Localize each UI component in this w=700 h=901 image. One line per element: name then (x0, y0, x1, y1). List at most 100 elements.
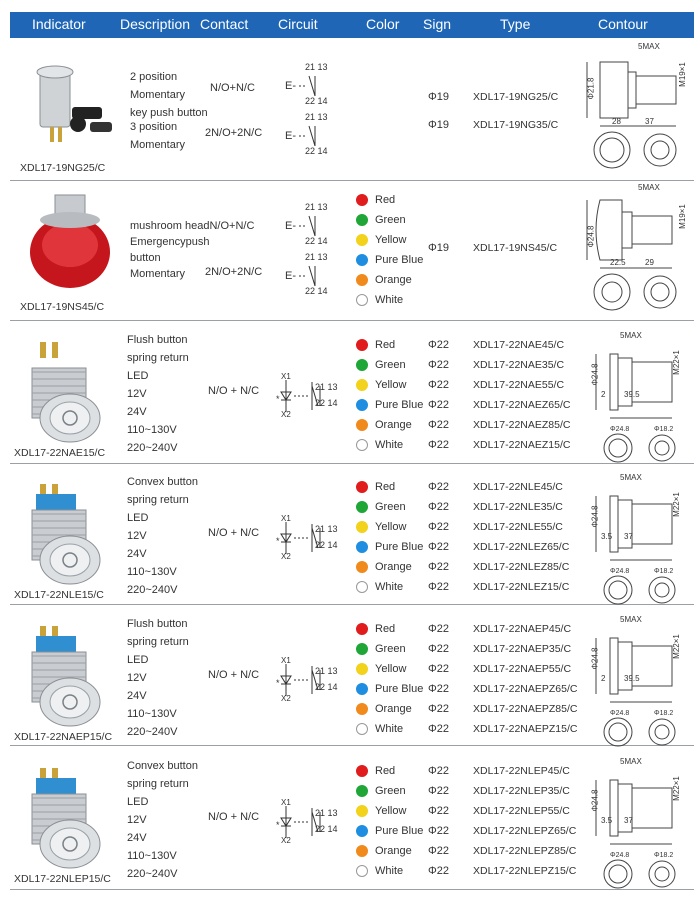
dimension-label: 5MAX (638, 183, 660, 192)
row-divider (10, 320, 694, 321)
contact-value: N/O + N/C (208, 669, 260, 681)
dimension-label: 22.5 (610, 258, 626, 267)
red-dot-icon (356, 194, 368, 207)
type-code: XDL17-19NG25/C (473, 91, 559, 103)
svg-text:E-: E- (285, 270, 296, 282)
sign-value: Φ22 (428, 623, 450, 635)
sign-value: Φ22 (428, 825, 450, 837)
pure-blue-dot-icon (356, 683, 368, 696)
type-code: XDL17-22NAEP35/C (473, 643, 572, 655)
contact-value: N/O + N/C (208, 527, 260, 539)
color-option: Green (356, 355, 423, 375)
dimension-label: M22×1 (671, 492, 681, 517)
terminal-numbers: 21 13 (305, 202, 328, 212)
sign-value: Φ22 (428, 805, 450, 817)
dimension-label: Φ24.8 (590, 505, 600, 528)
type-code: XDL17-22NLEP45/C (473, 765, 570, 777)
color-option: Pure Blue (356, 537, 423, 557)
dimension-label: 39.5 (624, 390, 640, 399)
contour-drawing (595, 637, 676, 747)
dimension-label: M22×1 (671, 776, 681, 801)
terminal-numbers: 22 14 (315, 398, 338, 408)
dimension-label: 5MAX (620, 331, 642, 340)
dimension-label: Φ24.8 (590, 647, 600, 670)
dimension-label: Φ24.8 (586, 225, 596, 248)
circuit-symbol: E- (285, 125, 316, 147)
contour-drawing (595, 353, 676, 463)
sign-value: Φ22 (428, 785, 450, 797)
white-dot-icon (356, 865, 368, 878)
dimension-label: 28 (612, 117, 621, 126)
contour-drawing (586, 61, 677, 169)
color-option: Yellow (356, 230, 423, 250)
terminal-label: X1 (281, 656, 291, 665)
header-color: Color (366, 16, 400, 32)
terminal-numbers: 21 13 (305, 252, 328, 262)
pure-blue-dot-icon (356, 541, 368, 554)
contour-drawing (586, 199, 677, 311)
row-divider (10, 463, 694, 464)
sign-value: Φ22 (428, 521, 450, 533)
contact-value: N/O + N/C (208, 811, 260, 823)
terminal-numbers: 22 14 (305, 96, 328, 106)
header-contour: Contour (598, 16, 648, 32)
green-dot-icon (356, 643, 368, 656)
sign-value: Φ22 (428, 765, 450, 777)
dimension-label: 5MAX (638, 42, 660, 51)
sign-value: Φ22 (428, 703, 450, 715)
terminal-label: X2 (281, 694, 291, 703)
sign-value: Φ22 (428, 439, 450, 451)
color-option: White (356, 861, 423, 881)
table-header: Indicator Description Contact Circuit Co… (10, 12, 694, 38)
header-circuit: Circuit (278, 16, 318, 32)
color-option: Red (356, 761, 423, 781)
type-code: XDL17-22NAEP45/C (473, 623, 572, 635)
type-code: XDL17-22NAE55/C (473, 379, 565, 391)
sign-value: Φ22 (428, 865, 450, 877)
terminal-label: X2 (281, 836, 291, 845)
terminal-numbers: 21 13 (315, 524, 338, 534)
dimension-label: 3.5 (601, 816, 613, 825)
color-option: White (356, 435, 423, 455)
dimension-label: Φ24.8 (610, 426, 630, 433)
dimension-label: Φ24.8 (590, 363, 600, 386)
dimension-label: 37 (624, 816, 633, 825)
terminal-numbers: 22 14 (315, 824, 338, 834)
led-circuit-symbol: * (276, 380, 321, 412)
color-option: Orange (356, 699, 423, 719)
color-option: Orange (356, 557, 423, 577)
sign-value: Φ19 (428, 119, 450, 131)
svg-text:*: * (276, 536, 280, 546)
sign-value: Φ22 (428, 399, 450, 411)
color-option: Green (356, 497, 423, 517)
sign-value: Φ19 (428, 91, 450, 103)
color-option: White (356, 719, 423, 739)
orange-dot-icon (356, 703, 368, 716)
contour-drawing (595, 779, 676, 889)
dimension-label: M19×1 (677, 204, 687, 229)
dimension-label: Φ18.2 (654, 852, 674, 859)
terminal-numbers: 22 14 (315, 540, 338, 550)
dimension-label: Φ24.8 (610, 852, 630, 859)
svg-text:*: * (276, 820, 280, 830)
type-code: XDL17-22NAEPZ15/C (473, 723, 578, 735)
contact-value: 2N/O+2N/C (205, 127, 263, 139)
dimension-label: 39.5 (624, 674, 640, 683)
sign-value: Φ22 (428, 419, 450, 431)
type-list: XDL17-22NAEP45/C XDL17-22NAEP35/C XDL17-22… (473, 619, 577, 739)
color-option: Green (356, 781, 423, 801)
color-option: Yellow (356, 801, 423, 821)
sign-value: Φ22 (428, 541, 450, 553)
header-type: Type (500, 16, 531, 32)
header-contact: Contact (200, 16, 249, 32)
orange-dot-icon (356, 845, 368, 858)
terminal-label: X1 (281, 798, 291, 807)
